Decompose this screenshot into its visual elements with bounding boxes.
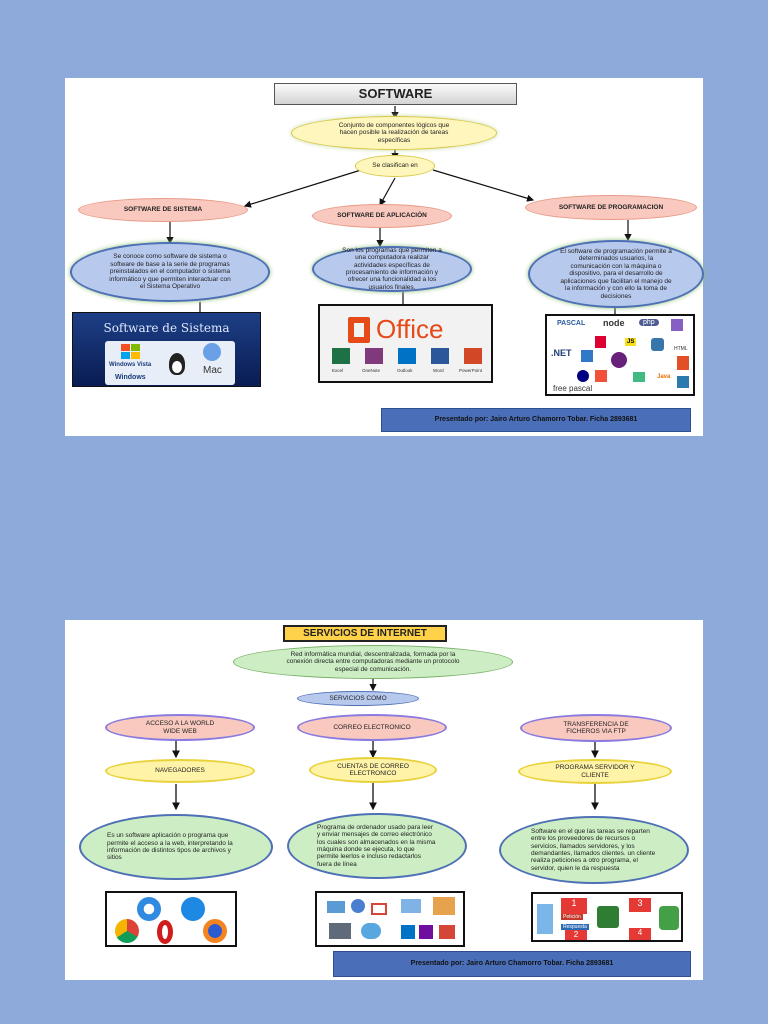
node-label: node [603, 318, 625, 328]
office-apps: Excel OneNote Outlook Word PowerPoint [328, 348, 488, 381]
category-system: SOFTWARE DE SISTEMA [78, 198, 248, 222]
onenote-icon [365, 348, 383, 364]
server-icon [597, 906, 619, 928]
box-icon [677, 376, 689, 388]
outlook-mail-icon [401, 925, 415, 939]
internet-panel: SERVICIOS DE INTERNET Red informática mu… [65, 620, 703, 980]
dotnet-label: .NET [551, 348, 572, 358]
angular-icon [595, 336, 606, 348]
client-icon [537, 904, 553, 934]
excel-icon [332, 348, 350, 364]
request-label: Petición [561, 914, 583, 920]
powerpoint-icon [464, 348, 482, 364]
office-title: Office [376, 314, 444, 344]
classify-node: Se clasifican en [355, 155, 435, 177]
vs-icon [671, 319, 683, 331]
swift-icon [595, 370, 607, 382]
html-icon [677, 356, 689, 370]
desc-programming: El software de programación permite a de… [528, 240, 704, 308]
software-definition: Conjunto de componentes lógicos que hace… [291, 116, 497, 150]
at-icon [351, 899, 365, 913]
gmail-icon [371, 903, 387, 915]
gmail2-icon [439, 925, 455, 939]
pascal-label: PASCAL [557, 320, 586, 327]
system-image-title: Software de Sistema [103, 321, 230, 335]
linux-penguin-icon [169, 353, 185, 375]
ie-icon [181, 897, 205, 921]
mac-logo-icon [203, 343, 221, 361]
tool-email-accounts: CUENTAS DE CORREO ELECTRONICO [309, 757, 437, 783]
windows-logo-icon [121, 344, 141, 360]
step1-badge: 1 [561, 898, 587, 914]
app-outlook: Outlook [397, 368, 413, 373]
app-excel: Excel [332, 368, 344, 373]
office-image: Office Excel OneNote Outlook Word PowerP… [318, 304, 493, 383]
step4-badge: 4 [629, 928, 651, 940]
vue-icon [633, 372, 645, 382]
programming-logos-image: PASCAL node php .NET JS HTML Java free p… [545, 314, 695, 396]
internet-definition: Red informática mundial, descentralizada… [233, 645, 513, 679]
desc-email: Programa de ordenador usado para leer y … [287, 813, 467, 879]
database-icon [659, 906, 679, 930]
email-clients-image [315, 891, 465, 947]
yahoo-icon [419, 925, 433, 939]
credit-banner-1: Presentado por: Jairo Arturo Chamorro To… [381, 408, 691, 432]
java-label: Java [657, 374, 671, 380]
office-logo-icon [348, 317, 370, 343]
step3-badge: 3 [629, 898, 651, 912]
browsers-image [105, 891, 237, 947]
app-onenote: OneNote [362, 368, 381, 373]
app-word: Word [433, 368, 444, 373]
cloud-mail-icon [361, 923, 381, 939]
tool-server-client: PROGRAMA SERVIDOR Y CLIENTE [518, 759, 672, 784]
internet-title: SERVICIOS DE INTERNET [283, 625, 447, 642]
inbox-icon [433, 897, 455, 915]
js-label: JS [625, 338, 637, 346]
response-label: Respuesta [561, 924, 589, 930]
credit-banner-2: Presentado por: Jairo Arturo Chamorro To… [333, 951, 691, 977]
client-server-image: 1 Petición Respuesta 2 3 4 [531, 892, 683, 942]
opera-icon [157, 920, 173, 944]
app-powerpoint: PowerPoint [459, 368, 483, 373]
chrome-icon [115, 919, 139, 943]
internet-connectors [172, 678, 599, 811]
step2-badge: 2 [565, 930, 587, 940]
service-web: ACCESO A LA WORLD WIDE WEB [105, 714, 255, 741]
laptop-icon [329, 923, 351, 939]
system-software-image: Software de Sistema Windows Vista Window… [72, 312, 261, 387]
lua-icon [577, 370, 589, 382]
desc-application: Son los programas que permiten a una com… [312, 246, 472, 292]
software-title: SOFTWARE [274, 83, 517, 105]
desc-server-client: Software en el que las tareas se reparte… [499, 816, 689, 884]
category-application: SOFTWARE DE APLICACIÓN [312, 204, 452, 228]
software-panel: SOFTWARE Conjunto de componentes lógicos… [65, 78, 704, 436]
mail-icon [401, 899, 421, 913]
csharp-icon [611, 352, 627, 368]
freepascal-label: free pascal [553, 384, 593, 393]
html-label: HTML [674, 346, 688, 352]
service-ftp: TRANSFERENCIA DE FICHEROS VIA FTP [520, 714, 672, 742]
desc-browsers: Es un software aplicación o programa que… [79, 814, 273, 880]
windows-label: Windows [115, 374, 146, 381]
php-label: php [639, 319, 659, 326]
ts-icon [581, 350, 593, 362]
envelope-icon [327, 901, 345, 913]
mac-label: Mac [203, 365, 222, 376]
python-icon [651, 338, 664, 351]
desc-system: Se conoce como software de sistema o sof… [70, 242, 270, 302]
word-icon [431, 348, 449, 364]
firefox-icon [203, 919, 227, 943]
category-programming: SOFTWARE DE PROGRAMACION [525, 195, 697, 220]
outlook-icon [398, 348, 416, 364]
windows-vista-label: Windows Vista [109, 362, 152, 368]
tool-browsers: NAVEGADORES [105, 759, 255, 783]
service-email: CORREO ELECTRONICO [297, 714, 447, 741]
services-label: SERVICIOS COMO [297, 691, 419, 706]
safari-icon [137, 897, 161, 921]
